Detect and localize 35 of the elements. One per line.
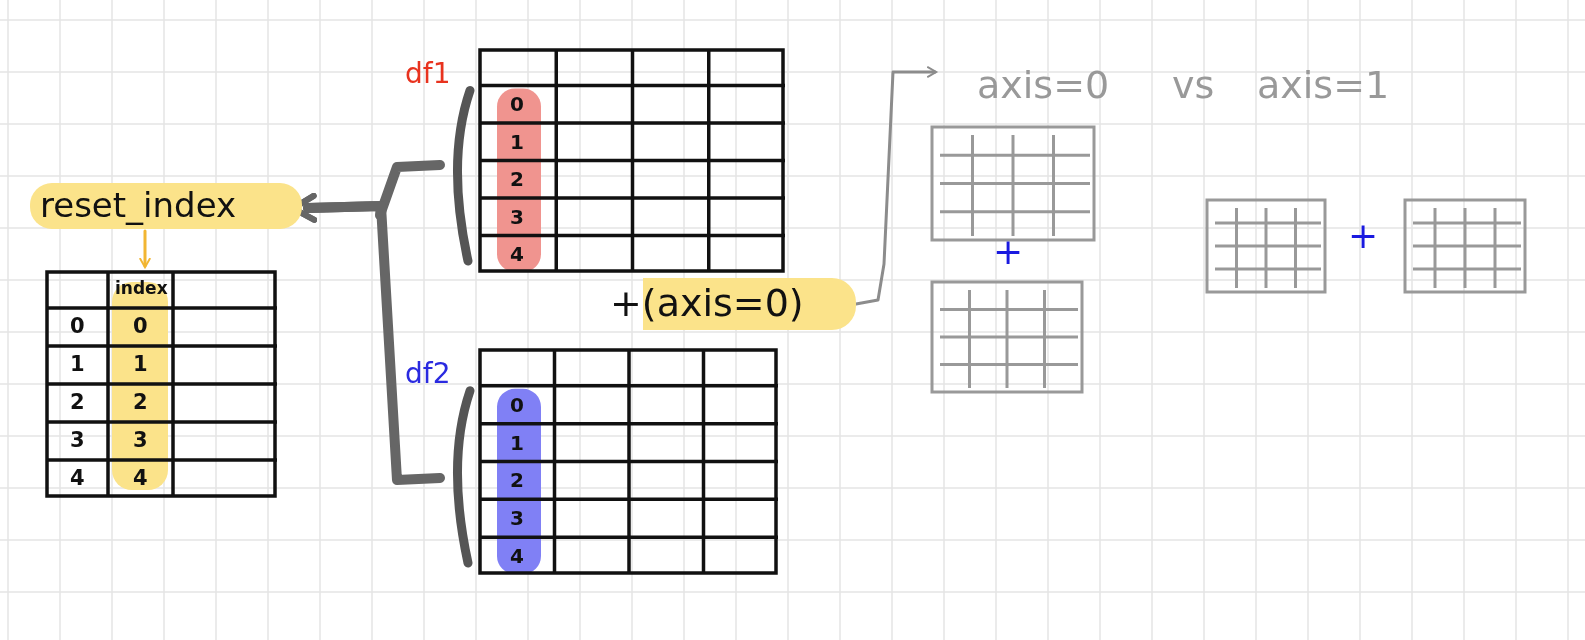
index-value: 4 <box>133 468 148 489</box>
separator-text: vs <box>1172 66 1215 104</box>
row-index: 3 <box>510 508 524 529</box>
index-value: 3 <box>133 430 148 451</box>
row-index: 1 <box>510 432 524 453</box>
row-index: 1 <box>70 354 85 375</box>
row-index: 1 <box>510 131 524 152</box>
row-index: 2 <box>510 470 524 491</box>
parameter-text: axis=0 <box>975 62 1140 112</box>
plus-sign: + <box>1348 218 1379 254</box>
row-index: 3 <box>510 206 524 227</box>
table-name: df1 <box>405 60 451 88</box>
table <box>45 270 277 498</box>
row-index: 0 <box>510 94 524 115</box>
function-name: reset_index <box>30 183 302 229</box>
table-name: df2 <box>405 360 451 388</box>
small-table <box>1205 198 1327 294</box>
row-index: 2 <box>70 392 85 413</box>
row-index: 4 <box>510 546 524 567</box>
arrow <box>139 229 151 269</box>
parameter-text: axis=1 <box>1255 62 1403 112</box>
small-table <box>1403 198 1527 294</box>
row-index: 2 <box>510 169 524 190</box>
row-index: 0 <box>510 394 524 415</box>
row-index: 3 <box>70 430 85 451</box>
index-value: 2 <box>133 392 148 413</box>
row-index: 0 <box>70 316 85 337</box>
row-index: 4 <box>510 244 524 265</box>
column-header: index <box>115 280 168 297</box>
row-index: 4 <box>70 468 85 489</box>
small-table <box>930 125 1096 242</box>
index-value: 1 <box>133 354 148 375</box>
index-value: 0 <box>133 316 148 337</box>
small-table <box>930 280 1084 394</box>
plus-sign: + <box>993 234 1024 270</box>
